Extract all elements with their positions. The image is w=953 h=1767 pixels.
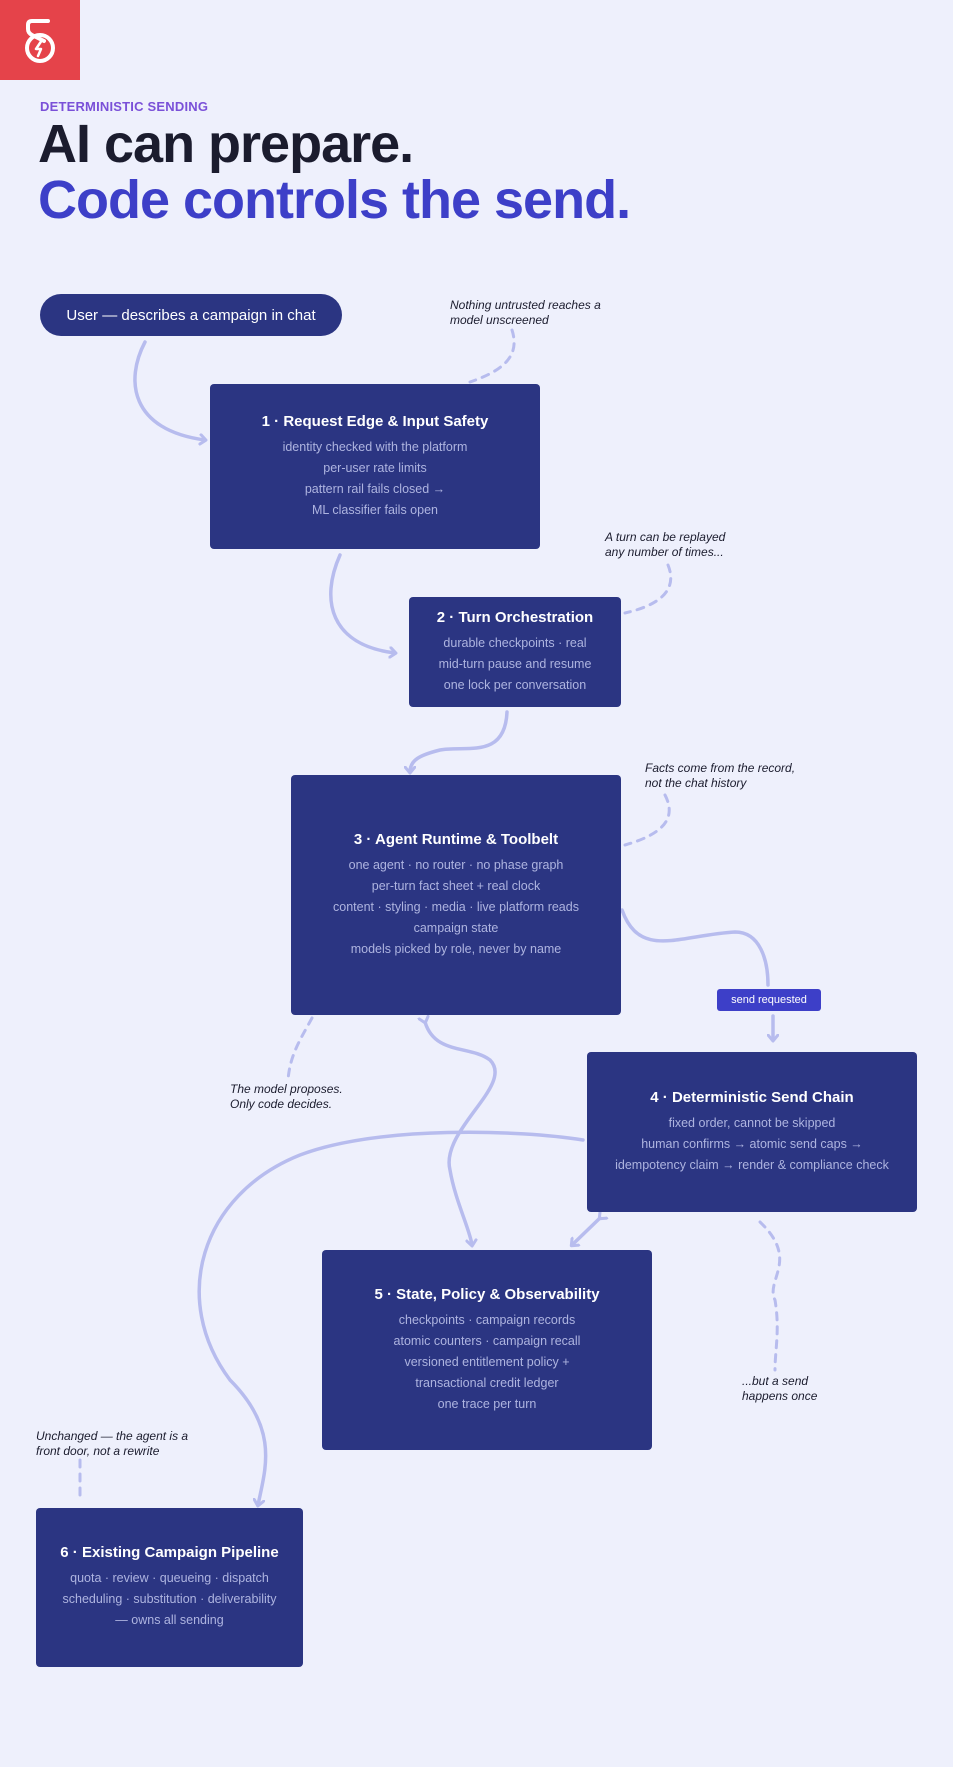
arrow-stage3-stage5 xyxy=(425,1022,497,1245)
headline-line-2: Code controls the send. xyxy=(38,170,631,230)
stage-3-line: models picked by role, never by name xyxy=(350,941,562,956)
stage-2-title: 2 · Turn Orchestration xyxy=(436,608,594,626)
stage-1-line: pattern rail fails closed → xyxy=(304,481,446,496)
stage-2-line: mid-turn pause and resume xyxy=(438,656,592,671)
note-proposes: The model proposes. Only code decides. xyxy=(230,1082,343,1111)
stage-2-box: 2 · Turn Orchestration durable checkpoin… xyxy=(409,597,621,707)
stage-1-title: 1 · Request Edge & Input Safety xyxy=(261,412,489,430)
eyebrow-label: DETERMINISTIC SENDING xyxy=(40,99,209,114)
stage-1-line: identity checked with the platform xyxy=(282,439,468,454)
stage-4-line: fixed order, cannot be skipped xyxy=(668,1115,836,1130)
user-pill: User — describes a campaign in chat xyxy=(40,294,342,336)
headline-line-1: AI can prepare. xyxy=(38,114,414,174)
note-untrusted: Nothing untrusted reaches a model unscre… xyxy=(450,298,601,327)
stage-5-line: transactional credit ledger xyxy=(415,1375,559,1390)
stage-5-line: atomic counters · campaign recall xyxy=(393,1333,581,1348)
stage-1-line: ML classifier fails open xyxy=(312,502,438,517)
arrow-stage1-to-stage2 xyxy=(329,553,395,653)
arrow-stage4-stage5 xyxy=(572,1218,600,1245)
stage-6-title: 6 · Existing Campaign Pipeline xyxy=(60,1544,279,1561)
stage-4-line: human confirms → atomic send caps → xyxy=(641,1136,863,1151)
stage-1-box: 1 · Request Edge & Input Safety identity… xyxy=(210,384,540,549)
stage-3-title: 3 · Agent Runtime & Toolbelt xyxy=(353,830,559,848)
stage-1-line: per-user rate limits xyxy=(323,460,427,475)
dash-note-proposes xyxy=(286,1016,314,1082)
stage-2-line: durable checkpoints · real xyxy=(443,635,587,650)
dash-note-once xyxy=(758,1220,782,1372)
stage-4-title: 4 · Deterministic Send Chain xyxy=(650,1088,854,1106)
note-replay: A turn can be replayed any number of tim… xyxy=(605,530,726,559)
stage-5-box: 5 · State, Policy & Observability checkp… xyxy=(322,1250,652,1450)
stage-5-title: 5 · State, Policy & Observability xyxy=(374,1285,600,1303)
stage-5-line: one trace per turn xyxy=(437,1396,537,1411)
stage-4-line: idempotency claim → render & compliance … xyxy=(615,1157,889,1172)
stage-5-line: checkpoints · campaign records xyxy=(398,1312,576,1327)
stage-3-line: campaign state xyxy=(413,920,499,935)
note-once: ...but a send happens once xyxy=(742,1374,818,1403)
arrow-stage2-to-stage3 xyxy=(410,710,509,772)
stage-6-line: — owns all sending xyxy=(115,1613,224,1627)
stage-6-line: quota · review · queueing · dispatch xyxy=(70,1571,269,1585)
arrow-stage3-to-badge xyxy=(620,908,770,987)
stage-4-box: 4 · Deterministic Send Chain fixed order… xyxy=(587,1052,917,1212)
send-requested-badge: send requested xyxy=(717,989,821,1011)
arrow-user-to-stage1 xyxy=(133,340,205,440)
dash-note-replay xyxy=(623,563,673,615)
dash-note-untrusted xyxy=(468,328,516,384)
stage-3-line: per-turn fact sheet + real clock xyxy=(371,878,541,893)
arrow-stage4-to-stage6 xyxy=(197,1130,585,1505)
stage-3-box: 3 · Agent Runtime & Toolbelt one agent ·… xyxy=(291,775,621,1015)
stage-6-line: scheduling · substitution · deliverabili… xyxy=(62,1592,277,1606)
brand-logo-icon xyxy=(25,19,55,63)
stage-2-line: one lock per conversation xyxy=(443,677,587,692)
stage-3-line: content · styling · media · live platfor… xyxy=(333,899,579,914)
stage-6-box: 6 · Existing Campaign Pipeline quota · r… xyxy=(36,1508,303,1667)
stage-3-line: one agent · no router · no phase graph xyxy=(348,857,564,872)
note-facts: Facts come from the record, not the chat… xyxy=(645,761,796,790)
note-unchanged: Unchanged — the agent is a front door, n… xyxy=(36,1429,189,1458)
stage-5-line: versioned entitlement policy + xyxy=(404,1354,570,1369)
brand-logo xyxy=(0,0,80,80)
dash-note-facts xyxy=(623,793,671,847)
